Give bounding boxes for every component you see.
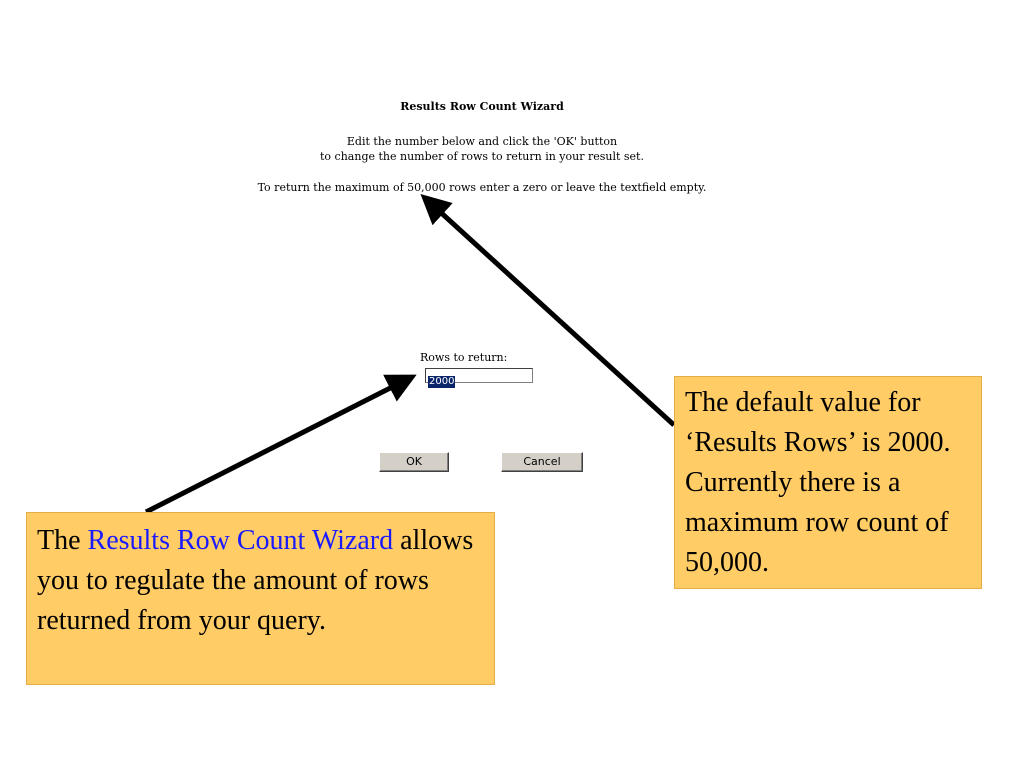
wizard-instructions: Edit the number below and click the 'OK'… (0, 134, 964, 164)
callout-left-highlight: Results Row Count Wizard (87, 525, 394, 556)
ok-button[interactable]: OK (379, 452, 449, 472)
callout-left-prefix: The (37, 525, 88, 556)
instruction-line-2: to change the number of rows to return i… (320, 150, 644, 163)
max-rows-note: To return the maximum of 50,000 rows ent… (257, 181, 707, 194)
instruction-line-1: Edit the number below and click the 'OK'… (346, 135, 618, 148)
rows-input-value: 2000 (428, 376, 456, 388)
rows-to-return-label: Rows to return: (420, 351, 508, 364)
callout-right-text: The default value for ‘Results Rows’ is … (685, 387, 951, 578)
callout-left-rest: allows you to regulate the amount of row… (37, 525, 474, 636)
default-value-callout: The default value for ‘Results Rows’ is … (674, 376, 982, 589)
rows-to-return-input[interactable]: 2000 (425, 368, 533, 388)
arrow-to-max-note (420, 193, 676, 427)
cancel-button[interactable]: Cancel (501, 452, 583, 472)
wizard-description-callout: The Results Row Count Wizard allows you … (26, 512, 495, 685)
arrow-to-input (144, 374, 417, 515)
wizard-title: Results Row Count Wizard (400, 100, 564, 113)
